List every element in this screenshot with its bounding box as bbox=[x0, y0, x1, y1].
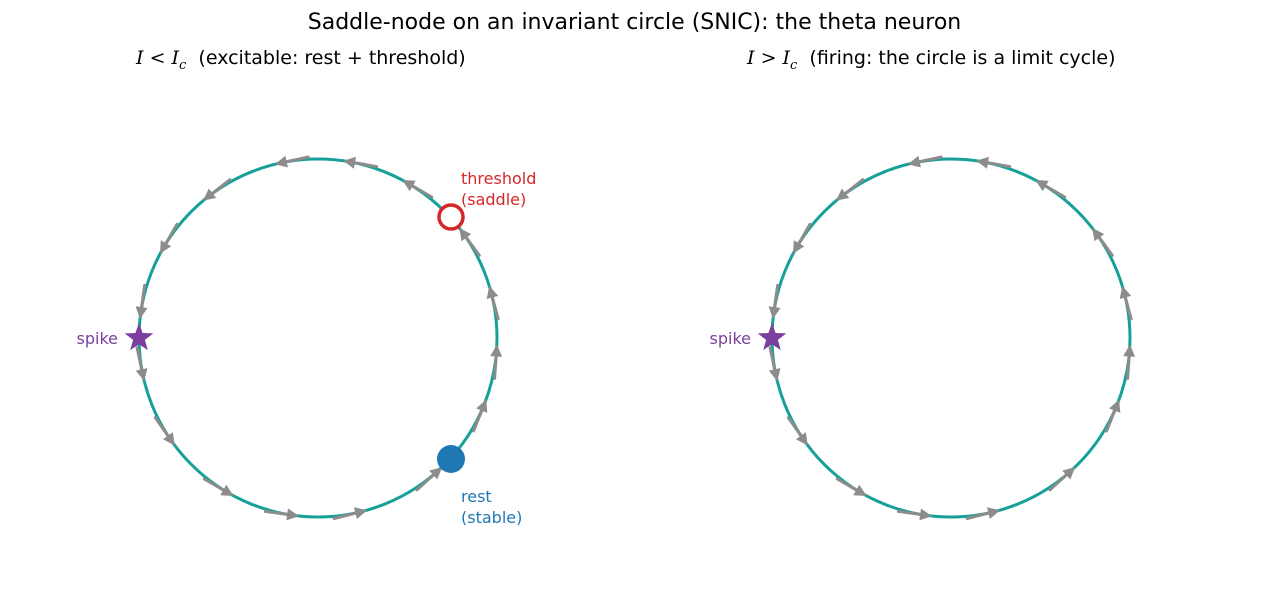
flow-arrow-head bbox=[135, 368, 148, 382]
flow-arrow-head bbox=[796, 432, 808, 446]
spike-star-icon bbox=[124, 323, 154, 351]
flow-arrow-head bbox=[135, 306, 148, 319]
saddle-label: (saddle) bbox=[461, 190, 526, 209]
panel-title-text: (firing: the circle is a limit cycle) bbox=[809, 47, 1116, 69]
panel-title-left: I < Ic (excitable: rest + threshold) bbox=[136, 47, 466, 73]
threshold-saddle-point bbox=[437, 203, 465, 231]
flow-arrow-head bbox=[1109, 399, 1121, 413]
flow-arrow-head bbox=[476, 399, 488, 413]
stable-label: (stable) bbox=[461, 508, 522, 527]
flow-arrow-head bbox=[793, 240, 805, 254]
rest-stable-point bbox=[437, 445, 465, 473]
flow-arrow-head bbox=[768, 368, 781, 382]
flow-arrows bbox=[768, 155, 1136, 521]
flow-arrow-head bbox=[354, 507, 368, 519]
panel-firing: spike bbox=[710, 155, 1136, 521]
flow-arrow-head bbox=[768, 306, 781, 319]
flow-arrow-head bbox=[836, 188, 850, 201]
panel-title-text: (excitable: rest + threshold) bbox=[198, 47, 466, 69]
flow-arrow-head bbox=[429, 467, 443, 480]
flow-arrow-head bbox=[976, 156, 989, 169]
limit-cycle-circle bbox=[770, 157, 1132, 519]
flow-arrow-head bbox=[220, 484, 234, 496]
rest-label: rest bbox=[461, 487, 492, 506]
flow-arrow-head bbox=[1123, 344, 1136, 357]
flow-arrow-head bbox=[1119, 285, 1132, 299]
flow-arrow-head bbox=[274, 155, 288, 168]
spike-label: spike bbox=[77, 329, 118, 348]
flow-arrow-head bbox=[459, 227, 472, 242]
flow-arrow-head bbox=[853, 484, 867, 496]
flow-arrow-head bbox=[286, 508, 299, 521]
math-expression: I > Ic bbox=[747, 47, 798, 73]
threshold-label: threshold bbox=[461, 169, 536, 188]
flow-arrow-head bbox=[1062, 467, 1076, 480]
flow-arrows bbox=[135, 155, 503, 521]
math-expression: I < Ic bbox=[136, 47, 187, 73]
flow-arrow-head bbox=[907, 155, 921, 168]
flow-arrow-head bbox=[1092, 227, 1105, 242]
flow-arrow-head bbox=[203, 188, 217, 201]
flow-arrow-head bbox=[486, 285, 499, 299]
flow-arrow-head bbox=[490, 344, 503, 357]
flow-arrow-head bbox=[1035, 180, 1049, 192]
panel-excitable: spike threshold (saddle) rest (stable) bbox=[77, 155, 536, 527]
flow-arrow-head bbox=[160, 240, 172, 254]
flow-arrow-head bbox=[987, 507, 1001, 519]
panel-title-right: I > Ic (firing: the circle is a limit cy… bbox=[747, 47, 1115, 73]
flow-arrow-head bbox=[163, 432, 175, 446]
flow-arrow-head bbox=[919, 508, 932, 521]
spike-star-icon bbox=[757, 323, 787, 351]
flow-arrow-head bbox=[402, 180, 416, 192]
spike-label: spike bbox=[710, 329, 751, 348]
figure-title: Saddle-node on an invariant circle (SNIC… bbox=[307, 10, 962, 35]
flow-arrow-head bbox=[343, 156, 356, 169]
